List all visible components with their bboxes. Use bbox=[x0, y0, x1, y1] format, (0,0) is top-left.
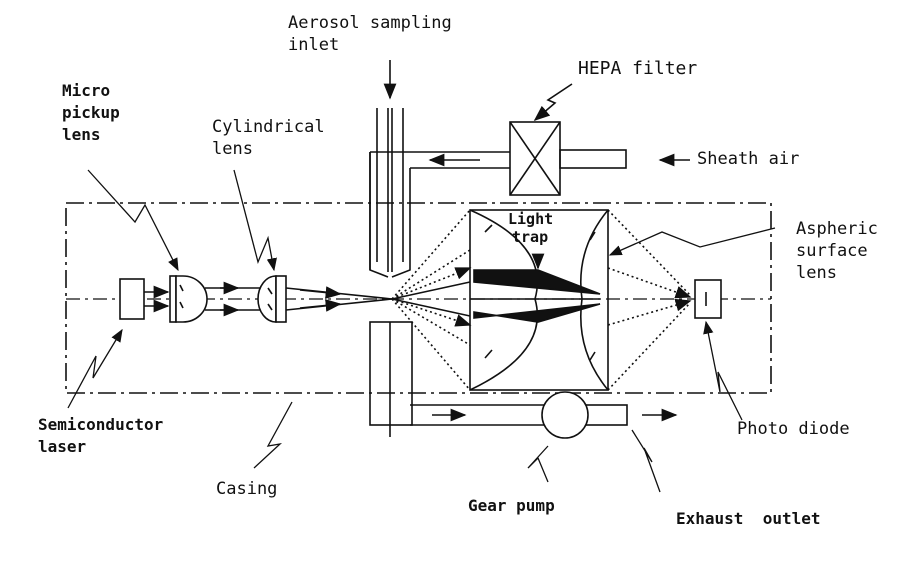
exhaust-outlet-label-text: Exhaust outlet bbox=[676, 509, 821, 528]
semiconductor-label-line2: laser bbox=[38, 437, 87, 456]
casing-outline bbox=[65, 202, 772, 394]
sheath-air-label: Sheath air bbox=[697, 148, 799, 170]
photo-diode-label: Photo diode bbox=[737, 418, 850, 440]
aspheric-label-line1: Aspheric bbox=[796, 219, 878, 239]
micro-lens-label-line2: pickup bbox=[62, 103, 120, 122]
light-trap bbox=[391, 253, 601, 323]
gear-pump-label: Gear pump bbox=[468, 495, 555, 517]
photo-diode-label-text: Photo diode bbox=[737, 419, 850, 439]
light-trap-label: Light trap bbox=[508, 210, 553, 246]
light-trap-label-line1: Light bbox=[508, 210, 554, 228]
leader-lines bbox=[67, 169, 776, 493]
hepa-filter-label: HEPA filter bbox=[578, 58, 697, 80]
micro-pickup-lens-label: Micro pickup lens bbox=[62, 80, 120, 146]
hepa-filter-label-text: HEPA filter bbox=[578, 58, 698, 79]
exhaust-outlet-label: Exhaust outlet bbox=[676, 508, 821, 530]
cyl-lens-label-line1: Cylindrical bbox=[212, 117, 325, 137]
semiconductor-laser-body bbox=[119, 278, 145, 320]
aerosol-inlet-label-line1: Aerosol sampling bbox=[288, 13, 452, 33]
exhaust-duct bbox=[369, 321, 678, 437]
aspheric-label-line3: lens bbox=[796, 263, 837, 283]
semiconductor-laser-label: Semiconductor laser bbox=[38, 414, 163, 458]
aspheric-lens-label: Aspheric surface lens bbox=[796, 218, 878, 284]
aerosol-inlet-label-line2: inlet bbox=[288, 35, 340, 55]
cyl-lens-label-line2: lens bbox=[212, 139, 253, 159]
casing-label-text: Casing bbox=[216, 479, 278, 499]
gear-pump-label-text: Gear pump bbox=[468, 496, 555, 515]
cylindrical-lens-label: Cylindrical lens bbox=[212, 116, 325, 160]
micro-lens-label-line1: Micro bbox=[62, 81, 111, 100]
semiconductor-label-line1: Semiconductor bbox=[38, 415, 164, 434]
aspheric-label-line2: surface bbox=[796, 241, 868, 261]
aerosol-inlet-label: Aerosol sampling inlet bbox=[288, 12, 452, 56]
cylindrical-lens bbox=[257, 275, 287, 323]
gear-pump-circle bbox=[541, 391, 589, 439]
micro-lens-label-line3: lens bbox=[62, 125, 101, 144]
light-trap-label-line2: trap bbox=[512, 228, 549, 246]
hepa-filter-box bbox=[509, 83, 573, 196]
aerosol-inlet-tube bbox=[369, 60, 411, 278]
photo-diode bbox=[694, 279, 722, 319]
scatter-light-cone bbox=[391, 209, 692, 391]
micro-pickup-lens bbox=[169, 275, 208, 323]
sheath-air-label-text: Sheath air bbox=[697, 149, 800, 169]
casing-label: Casing bbox=[216, 478, 277, 500]
